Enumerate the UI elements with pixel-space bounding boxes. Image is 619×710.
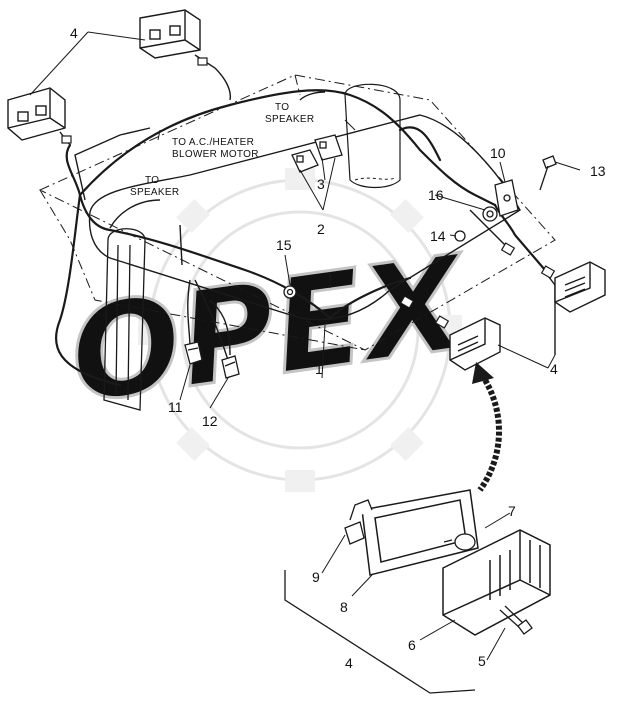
lamp-bulb-7 [443,533,476,551]
harness-plugs [399,242,556,329]
assembly-bracket-4 [284,570,476,694]
svg-text:SPEAKER: SPEAKER [130,187,179,198]
work-lamp-right-upper [554,261,606,313]
callout-4-top: 4 [70,25,78,41]
note-to-speaker-left: TO SPEAKER [130,175,179,198]
lamp-housing-6 [442,529,551,636]
watermark-gear-ring [148,178,452,482]
callout-13: 13 [590,163,606,179]
watermark-logo [138,168,462,492]
rocker-switch-right [314,134,343,161]
vent-dome-edge [354,177,396,181]
main-wiring-harness [54,89,547,387]
work-lamp-top-right [139,9,201,59]
watermark-gear-inner [180,210,420,450]
watermark-text: OPEX [61,226,479,432]
nut-14 [454,230,466,242]
callout-7: 7 [508,503,516,519]
roof-vent-dome [344,83,401,189]
note-arrow-speaker-top [344,119,356,131]
callout-15: 15 [276,237,292,253]
svg-text:TO: TO [145,175,159,186]
svg-text:SPEAKER: SPEAKER [265,114,314,125]
lamp-socket-9 [344,499,373,545]
callout-3: 3 [317,176,325,192]
work-lamp-top-left [7,87,66,141]
switch-11 [184,341,203,365]
branch-wires [74,91,556,361]
explode-arrow-head [472,362,494,384]
callout-6: 6 [408,637,416,653]
switch-12 [221,355,240,379]
explode-arrow [477,373,502,492]
callout-2: 2 [317,221,325,237]
svg-text:TO: TO [275,102,289,113]
leader-lines [29,31,581,661]
work-lamp-right-lower [449,317,501,371]
callout-4-right: 4 [550,361,558,377]
cab-post-left [103,228,146,411]
callout-4-bottom: 4 [345,655,353,671]
svg-text:TO A.C./HEATER: TO A.C./HEATER [172,137,254,148]
callout-labels: 4 1 2 3 10 13 16 14 15 11 12 4 7 9 8 6 5… [70,25,606,671]
lamp-bolt-5 [499,605,533,635]
callout-9: 9 [312,569,320,585]
callout-11: 11 [168,399,183,415]
lamp-top-right-connector [197,57,208,66]
grommet-15 [283,285,297,299]
note-to-ac-heater: TO A.C./HEATER BLOWER MOTOR [172,137,259,160]
lamp-gasket-8 [361,489,479,576]
lamp-top-right-lead [194,54,232,101]
connector-16 [482,206,498,222]
note-arrow-ac [157,129,161,141]
svg-text:BLOWER MOTOR: BLOWER MOTOR [172,149,259,160]
screw-13 [539,155,557,191]
cab-roof-outline [38,74,556,351]
bracket-10 [494,179,519,217]
callout-5: 5 [478,653,486,669]
lamp-top-left-connector [61,135,72,144]
callout-10: 10 [490,145,506,161]
callout-12: 12 [202,413,218,429]
watermark-gear-teeth [138,168,462,492]
note-to-speaker-top: TO SPEAKER [265,102,314,125]
rocker-switch-left [291,149,319,173]
callout-8: 8 [340,599,348,615]
callout-16: 16 [428,187,444,203]
callout-1: 1 [315,361,323,377]
callout-14: 14 [430,228,446,244]
